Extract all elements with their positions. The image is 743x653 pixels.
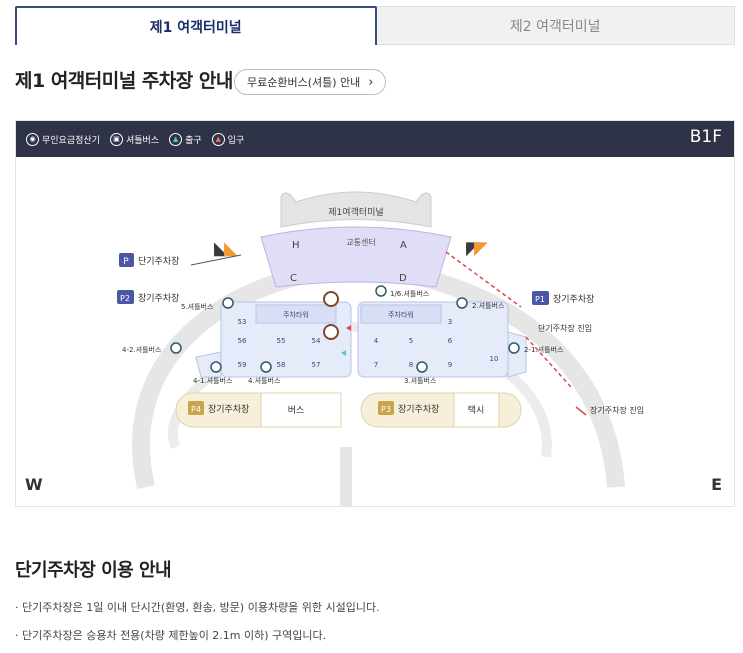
stop-3-label: 3.셔틀버스 bbox=[404, 376, 437, 385]
info-bullet-1: · 단기주차장은 1일 이내 단시간(환영, 환송, 방문) 이용차량을 위한 … bbox=[15, 601, 380, 614]
bus-stop-icon-5 bbox=[222, 297, 234, 309]
cell-10: 10 bbox=[490, 355, 499, 363]
page-title: 제1 여객터미널 주차장 안내 bbox=[15, 70, 233, 92]
cell-6: 6 bbox=[448, 337, 453, 345]
chevron-right-icon: › bbox=[368, 74, 374, 90]
bus-icon: ▣ bbox=[109, 132, 123, 146]
shuttle-info-button[interactable]: 무료순환버스(셔틀) 안내 › bbox=[234, 69, 387, 95]
exit-marker-icon bbox=[341, 350, 346, 356]
cell-58: 58 bbox=[277, 361, 286, 369]
cell-3: 3 bbox=[448, 318, 452, 326]
p2-badge: P2 bbox=[120, 294, 130, 303]
p3-label: 장기주차장 bbox=[398, 403, 439, 415]
legend-bus-label: 셔틀버스 bbox=[125, 135, 160, 146]
bus-stop-icon-4 bbox=[260, 361, 272, 373]
parking-map: ◉ 무인요금정산기 ▣ 셔틀버스 ▲ 출구 ▲ 입구 B1F 제1여객터미널 교… bbox=[15, 120, 735, 507]
short-term-badge: P bbox=[123, 257, 129, 267]
bus-stop-icon-2 bbox=[456, 297, 468, 309]
tab-terminal-1[interactable]: 제1 여객터미널 bbox=[15, 6, 377, 45]
bus-stop-icon-21 bbox=[508, 342, 520, 354]
legend-bus: ▣ 셔틀버스 bbox=[109, 132, 160, 146]
stop-42-label: 4-2.셔틀버스 bbox=[122, 345, 162, 354]
cell-9: 9 bbox=[448, 361, 452, 369]
entrance-marker-icon bbox=[346, 325, 351, 331]
map-legend-bar: ◉ 무인요금정산기 ▣ 셔틀버스 ▲ 출구 ▲ 입구 B1F bbox=[16, 121, 734, 157]
kiosk-pin-icon-1 bbox=[323, 291, 339, 307]
west-label: W bbox=[25, 475, 43, 494]
kiosk-icon: ◉ bbox=[26, 132, 39, 146]
stop-4-label: 4.셔틀버스 bbox=[248, 376, 281, 385]
cell-7: 7 bbox=[374, 361, 378, 369]
long-entry-label: 장기주차장 진입 bbox=[590, 405, 644, 415]
cell-5: 5 bbox=[409, 337, 413, 345]
left-tower-label: 주차타워 bbox=[283, 310, 309, 319]
stop-2-label: 2.셔틀버스 bbox=[472, 301, 505, 310]
stop-21-label: 2-1.셔틀버스 bbox=[524, 345, 564, 354]
stop-41-label: 4-1.셔틀버스 bbox=[193, 376, 233, 385]
shuttle-info-label: 무료순환버스(셔틀) 안내 bbox=[247, 76, 361, 89]
floor-label: B1F bbox=[689, 127, 722, 147]
parking-map-drawing: 제1여객터미널 교통센터 H A C D ◣ ◣ ◤ ◤ 주차타워 53 56 … bbox=[117, 191, 644, 506]
legend-exit-label: 출구 bbox=[185, 135, 202, 146]
p1-badge: P1 bbox=[535, 295, 545, 304]
bus-stop-icon-41 bbox=[210, 361, 222, 373]
kiosk-pin-icon-2 bbox=[323, 324, 339, 340]
cell-55: 55 bbox=[277, 337, 286, 345]
right-tower-label: 주차타워 bbox=[388, 310, 414, 319]
p1-label: 장기주차장 bbox=[553, 293, 594, 305]
cell-4: 4 bbox=[374, 337, 379, 345]
legend-kiosk: ◉ 무인요금정산기 bbox=[26, 132, 100, 146]
p3-badge: P3 bbox=[381, 405, 391, 414]
tab-terminal-2[interactable]: 제2 여객터미널 bbox=[376, 6, 735, 45]
bus-stop-icon-42 bbox=[170, 342, 182, 354]
terminal-tabs: 제1 여객터미널 제2 여객터미널 bbox=[15, 6, 735, 45]
chevron-icon-right-accent: ◤ bbox=[474, 238, 488, 259]
short-term-label: 단기주차장 bbox=[138, 255, 179, 267]
cell-54: 54 bbox=[312, 337, 321, 345]
cell-56: 56 bbox=[238, 337, 247, 345]
zone-c: C bbox=[290, 273, 297, 284]
cell-57: 57 bbox=[312, 361, 321, 369]
exit-icon: ▲ bbox=[169, 132, 183, 146]
zone-a: A bbox=[400, 240, 407, 251]
terminal-label: 제1여객터미널 bbox=[328, 206, 383, 218]
entrance-icon: ▲ bbox=[211, 132, 225, 146]
p2-label: 장기주차장 bbox=[138, 292, 179, 304]
legend-exit: ▲ 출구 bbox=[169, 132, 202, 146]
short-entry-label: 단기주차장 진입 bbox=[538, 323, 592, 333]
transport-center-label: 교통센터 bbox=[346, 237, 375, 247]
legend-kiosk-label: 무인요금정산기 bbox=[42, 135, 100, 146]
legend-entrance: ▲ 입구 bbox=[211, 132, 245, 146]
chevron-icon-left-accent: ◣ bbox=[224, 238, 238, 259]
cell-59: 59 bbox=[238, 361, 247, 369]
zone-d: D bbox=[399, 273, 407, 284]
info-bullet-2: · 단기주차장은 승용차 전용(차량 제한높이 2.1m 이하) 구역입니다. bbox=[15, 629, 327, 642]
bus-lot-label: 버스 bbox=[288, 405, 305, 416]
stop-16-label: 1/6.셔틀버스 bbox=[390, 289, 430, 298]
cell-8: 8 bbox=[409, 361, 413, 369]
taxi-lot-label: 택시 bbox=[468, 405, 485, 416]
stop-5-label: 5.셔틀버스 bbox=[181, 302, 214, 311]
p4-badge: P4 bbox=[191, 405, 201, 414]
cell-53: 53 bbox=[238, 318, 247, 326]
zone-h: H bbox=[292, 240, 300, 251]
p4-label: 장기주차장 bbox=[208, 403, 249, 415]
legend-entrance-label: 입구 bbox=[227, 135, 245, 146]
bus-stop-icon-3 bbox=[416, 361, 428, 373]
chevron-icon-right: ◤ bbox=[466, 238, 480, 259]
bus-stop-icon-16 bbox=[375, 285, 387, 297]
east-label: E bbox=[711, 475, 722, 494]
section-title: 단기주차장 이용 안내 bbox=[15, 560, 172, 581]
chevron-icon-left: ◣ bbox=[214, 238, 228, 259]
